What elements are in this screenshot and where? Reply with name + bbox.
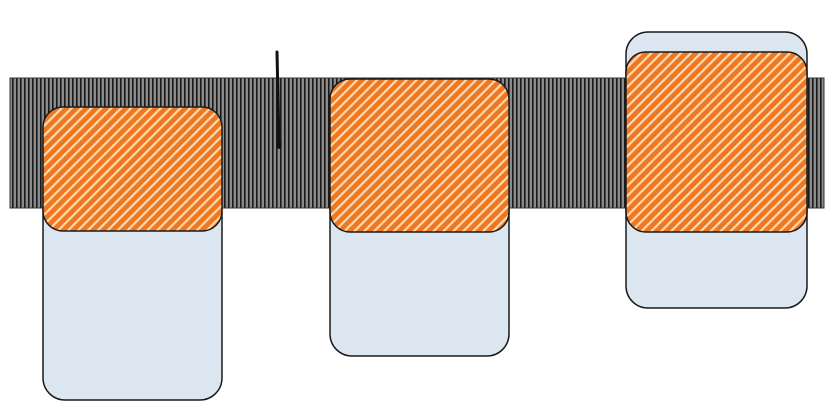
needle-tip <box>276 137 282 149</box>
needle-marker <box>275 50 281 147</box>
pad-right <box>625 51 808 233</box>
pad-middle <box>329 78 510 233</box>
pad-left <box>42 106 223 232</box>
